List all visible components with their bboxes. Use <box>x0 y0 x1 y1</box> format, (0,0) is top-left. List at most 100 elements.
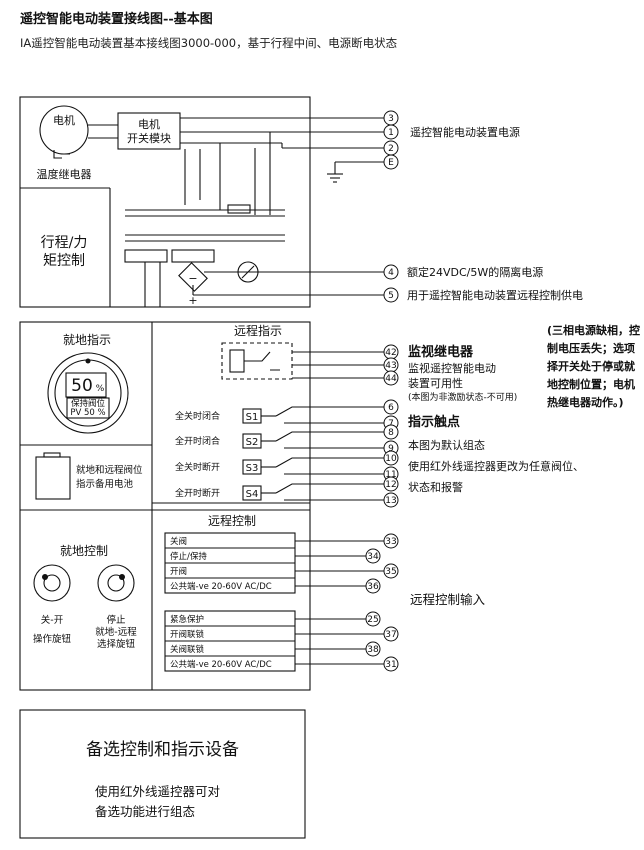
rc-stop-label: 停止/保持 <box>170 551 207 562</box>
terminal-5: 5 <box>388 291 394 301</box>
terminal-33: 33 <box>385 537 396 547</box>
switch-s2-wiring <box>242 431 384 449</box>
pv-label: PV 50 % <box>70 408 105 418</box>
local-display-screen <box>65 372 107 398</box>
terminal-36: 36 <box>367 582 379 592</box>
top-panel <box>19 96 311 308</box>
terminal-11: 11 <box>385 470 396 480</box>
terminal-43: 43 <box>385 361 396 371</box>
travel-torque-label-2: 矩控制 <box>43 253 85 269</box>
optional-equipment-box <box>19 709 306 839</box>
rc-emergency-label: 紧急保护 <box>170 614 204 625</box>
terminal-4: 4 <box>388 268 394 278</box>
monitor-relay-heading: 监视继电器 <box>408 344 474 360</box>
knob2-label-1: 停止 <box>106 614 126 626</box>
switch-s2-name: S2 <box>246 437 259 448</box>
rc-close-label: 关阀 <box>170 536 187 547</box>
knob2-label-3: 选择旋钮 <box>97 638 136 650</box>
battery-label-2: 指示备用电池 <box>76 478 134 490</box>
switch-s4-name: S4 <box>246 489 259 500</box>
remote-control-input-label: 远程控制输入 <box>410 592 486 607</box>
terminal-44: 44 <box>385 374 397 384</box>
travel-torque-label-1: 行程/力 <box>41 235 88 251</box>
plus-sign: + <box>188 294 197 307</box>
terminal-7: 7 <box>388 419 394 429</box>
local-display-dial <box>47 352 129 434</box>
rc-open-interlock-label: 开阀联锁 <box>170 629 205 640</box>
indication-contacts-line2: 使用红外线遥控器更改为任意阀位、 <box>408 459 584 473</box>
terminal-9: 9 <box>388 444 394 454</box>
terminal-8: 8 <box>388 428 394 438</box>
minus-sign: − <box>188 272 197 285</box>
switch-s2-label: 全开时闭合 <box>175 435 220 447</box>
monitor-relay-box <box>221 342 293 380</box>
monitor-relay-line3: (本图为非激励状态-不可用) <box>408 391 517 403</box>
optional-equipment-desc: 使用红外线遥控器可对 备选功能进行组态 <box>95 782 220 822</box>
indication-contacts-heading: 指示触点 <box>408 414 460 430</box>
local-indication-title: 就地指示 <box>63 332 111 347</box>
terminal-2: 2 <box>388 144 394 154</box>
thermal-relay-symbol <box>53 150 70 159</box>
desc-remote-power: 用于遥控智能电动装置远程控制供电 <box>407 288 583 302</box>
thermal-relay-label: 温度继电器 <box>37 167 92 181</box>
terminal-42: 42 <box>385 348 396 358</box>
terminal-1: 1 <box>388 128 394 138</box>
terminal-13: 13 <box>385 496 396 506</box>
rc-close-interlock-label: 关阀联锁 <box>170 644 205 655</box>
remote-indication-title: 远程指示 <box>234 323 282 338</box>
battery-icon <box>35 456 71 500</box>
switch-module-box <box>117 112 181 150</box>
knob2-label-2: 就地-远程 <box>95 626 137 638</box>
page-title: 遥控智能电动装置接线图--基本图 <box>20 12 213 27</box>
switch-s1-label: 全关时闭合 <box>175 410 220 422</box>
desc-main-power: 遥控智能电动装置电源 <box>410 125 520 139</box>
display-indicator-dot <box>85 358 91 364</box>
monitor-relay-line2: 装置可用性 <box>408 376 463 390</box>
switch-s1-name: S1 <box>246 412 259 423</box>
display-value: 50 <box>71 376 93 396</box>
indication-contacts-line3: 状态和报警 <box>408 480 463 494</box>
switch-s3-wiring <box>242 457 384 475</box>
switch-s3-name: S3 <box>246 463 259 474</box>
switch-s4-label: 全开时断开 <box>175 487 220 499</box>
optional-equipment-title: 备选控制和指示设备 <box>86 740 239 760</box>
switch-s1-wiring <box>242 406 384 424</box>
terminal-35: 35 <box>385 567 396 577</box>
optional-equipment-line1: 使用红外线遥控器可对 <box>95 784 221 799</box>
terminal-38: 38 <box>367 645 379 655</box>
switch-s3-label: 全关时断开 <box>175 461 220 473</box>
knob1-label-1: 关-开 <box>41 614 64 626</box>
display-unit: % <box>96 384 105 394</box>
desc-24v: 额定24VDC/5W的隔离电源 <box>407 265 543 279</box>
knob-open-close <box>33 564 71 602</box>
motor-label: 电机 <box>53 113 75 127</box>
page-subtitle: IA遥控智能电动装置基本接线图3000-000，基于行程中间、电源断电状态 <box>20 36 398 50</box>
rc-common-label-2: 公共端-ve 20-60V AC/DC <box>170 659 272 670</box>
monitor-relay-line1: 监视遥控智能电动 <box>408 361 496 375</box>
switch-module-label-2: 开关模块 <box>127 131 171 145</box>
terminal-6: 6 <box>388 403 394 413</box>
middle-panel <box>19 321 311 691</box>
indication-contacts-line1: 本图为默认组态 <box>408 438 485 452</box>
rc-common-label-1: 公共端-ve 20-60V AC/DC <box>170 581 272 592</box>
terminal-3: 3 <box>388 114 394 124</box>
switch-s4-wiring <box>242 483 384 501</box>
terminal-12: 12 <box>385 480 396 490</box>
hold-position-label: 保持阀位 <box>71 398 106 409</box>
local-control-title: 就地控制 <box>60 544 108 558</box>
terminal-31: 31 <box>385 660 396 670</box>
rc-open-label: 开阀 <box>170 567 187 577</box>
remote-control-title: 远程控制 <box>208 513 256 528</box>
knob-local-remote <box>97 564 135 602</box>
battery-label-1: 就地和远程阀位 <box>76 464 143 476</box>
optional-equipment-line2: 备选功能进行组态 <box>95 804 196 819</box>
terminal-10: 10 <box>385 454 397 464</box>
terminal-37: 37 <box>385 630 396 640</box>
knob1-label-2: 操作旋钮 <box>33 633 72 645</box>
local-display-label-box <box>66 397 110 419</box>
terminal-25: 25 <box>367 615 378 625</box>
side-note: (三相电源缺相，控制电压丢失；选项择开关处于停或就地控制位置；电机热继电器动作。… <box>547 324 641 409</box>
terminal-e: E <box>388 158 394 168</box>
terminal-34: 34 <box>367 552 379 562</box>
